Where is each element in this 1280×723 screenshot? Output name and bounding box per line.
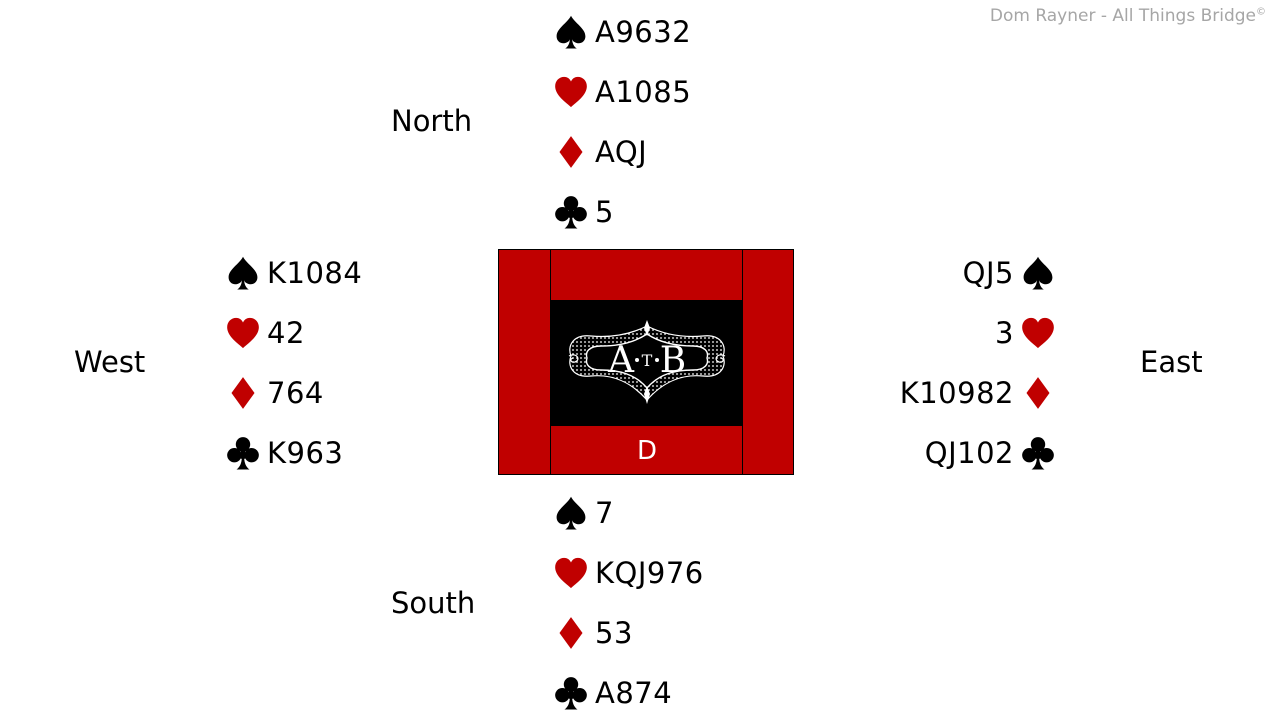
suit-row-spades: A9632 [553,2,691,62]
cards-hearts: KQJ976 [595,556,704,590]
cards-hearts: A1085 [595,75,692,109]
credit-text: Dom Rayner - All Things Bridge© [990,6,1266,26]
table-logo-panel: A T B [551,300,743,426]
cards-spades: A9632 [595,15,692,49]
heart-icon [225,315,261,351]
copyright-symbol: © [1256,6,1266,18]
suit-row-diamonds: 53 [553,603,633,663]
suit-row-hearts: 42 [225,303,305,363]
cards-hearts: 42 [267,316,305,350]
suit-row-clubs: QJ102 [925,423,1056,483]
bridge-table: A T B D [498,249,794,475]
heart-icon [553,555,589,591]
suit-row-hearts: KQJ976 [553,543,704,603]
svg-text:A: A [607,340,635,381]
suit-row-diamonds: AQJ [553,122,647,182]
table-divider-left [550,250,551,474]
spade-icon [225,255,261,291]
credit-label: Dom Rayner - All Things Bridge [989,6,1256,26]
cards-spades: QJ5 [962,256,1014,290]
suit-row-diamonds: 764 [225,363,324,423]
atb-logo: A T B [568,320,726,404]
club-icon [553,675,589,711]
suit-row-hearts: A1085 [553,62,691,122]
cards-spades: K1084 [267,256,363,290]
spade-icon [1020,255,1056,291]
heart-icon [1020,315,1056,351]
club-icon [1020,435,1056,471]
cards-clubs: K963 [267,436,344,470]
heart-icon [553,74,589,110]
cards-clubs: QJ102 [924,436,1014,470]
suit-row-hearts: 3 [995,303,1056,363]
cards-clubs: A874 [595,676,673,710]
suit-row-diamonds: K10982 [900,363,1056,423]
suit-row-spades: 7 [553,483,614,543]
club-icon [553,194,589,230]
cards-hearts: 3 [995,316,1014,350]
cards-diamonds: K10982 [899,376,1014,410]
svg-text:T: T [642,351,653,370]
cards-diamonds: 53 [595,616,633,650]
spade-icon [553,495,589,531]
seat-label-north: North [391,104,473,138]
spade-icon [553,14,589,50]
seat-label-south: South [391,586,476,620]
dealer-marker: D [636,436,658,466]
suit-row-clubs: A874 [553,663,672,723]
diamond-icon [553,615,589,651]
suit-row-spades: K1084 [225,243,362,303]
svg-text:B: B [660,340,686,381]
cards-spades: 7 [595,496,614,530]
suit-row-clubs: 5 [553,182,614,242]
diamond-icon [1020,375,1056,411]
seat-label-east: East [1140,345,1203,379]
suit-row-spades: QJ5 [963,243,1056,303]
cards-diamonds: 764 [267,376,324,410]
cards-diamonds: AQJ [595,135,648,169]
club-icon [225,435,261,471]
cards-clubs: 5 [595,195,614,229]
diamond-icon [225,375,261,411]
seat-label-west: West [74,345,146,379]
diamond-icon [553,134,589,170]
suit-row-clubs: K963 [225,423,343,483]
